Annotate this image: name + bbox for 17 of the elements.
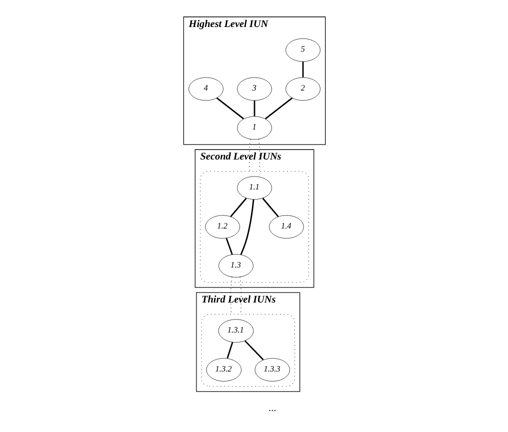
cluster	[200, 314, 294, 387]
label: ...	[268, 403, 276, 414]
connector	[264, 97, 292, 120]
connector	[239, 276, 242, 315]
connector	[240, 199, 254, 255]
cluster	[200, 171, 308, 283]
connector	[244, 340, 264, 360]
connector	[225, 238, 232, 255]
connector	[262, 198, 278, 218]
connector	[226, 342, 233, 359]
connector	[253, 100, 255, 116]
connector	[230, 276, 232, 315]
connector	[258, 139, 260, 172]
connector	[216, 97, 244, 120]
connector	[302, 62, 304, 78]
connector	[248, 139, 250, 172]
connector	[230, 198, 246, 218]
